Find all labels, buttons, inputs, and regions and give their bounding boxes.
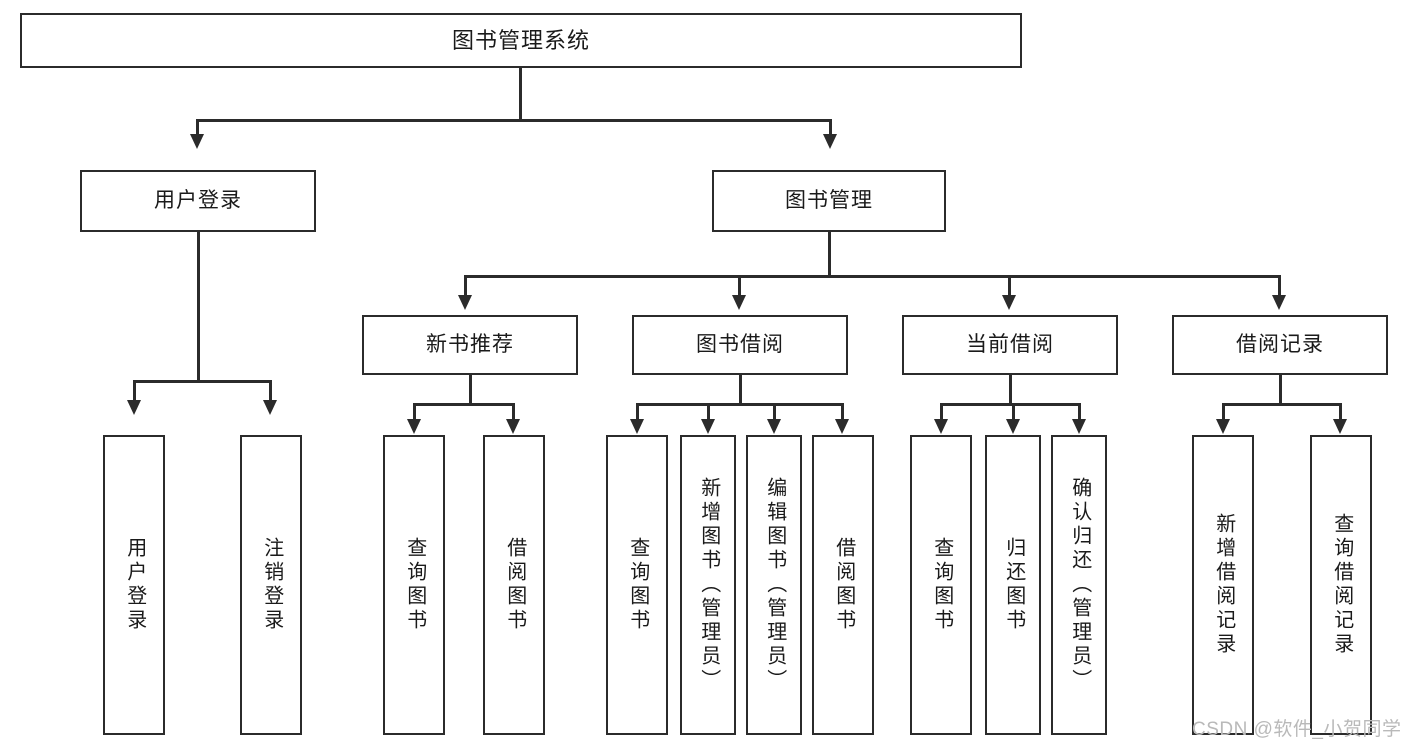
connector-record-stem (1279, 375, 1282, 405)
connector-record-to-leaf-2 (1339, 403, 1342, 421)
connector-record-bus (1222, 403, 1341, 406)
connector-borrow-to-leaf-2 (707, 403, 710, 421)
connector-record-to-leaf-1 (1222, 403, 1225, 421)
leaf-query-book-newbook[interactable]: 查询图书 (383, 435, 445, 735)
connector-current-to-leaf-3 (1078, 403, 1081, 421)
connector-login-to-leaf-1 (133, 380, 136, 402)
arrow-current-to-leaf-2 (1006, 419, 1020, 434)
connector-root-to-login (196, 119, 199, 138)
leaf-label: 查询图书 (403, 537, 426, 633)
connector-root-stem (519, 68, 522, 121)
connector-login-bus (133, 380, 271, 383)
arrow-bookmgmt-to-newbook (458, 295, 472, 310)
leaf-query-book-current[interactable]: 查询图书 (910, 435, 972, 735)
connector-current-bus (940, 403, 1080, 406)
leaf-label: 注销登录 (260, 537, 283, 633)
connector-current-to-leaf-2 (1012, 403, 1015, 421)
arrow-root-to-login (190, 134, 204, 149)
connector-login-to-leaf-2 (269, 380, 272, 402)
arrow-bookmgmt-to-current (1002, 295, 1016, 310)
leaf-label: 查询图书 (930, 537, 953, 633)
leaf-borrow-book-newbook[interactable]: 借阅图书 (483, 435, 545, 735)
arrow-record-to-leaf-2 (1333, 419, 1347, 434)
leaf-query-borrow-record[interactable]: 查询借阅记录 (1310, 435, 1372, 735)
arrow-record-to-leaf-1 (1216, 419, 1230, 434)
leaf-label: 用户登录 (123, 537, 146, 633)
leaf-logout[interactable]: 注销登录 (240, 435, 302, 735)
leaf-confirm-return-admin[interactable]: 确认归还（管理员） (1051, 435, 1107, 735)
connector-newbook-bus (413, 403, 514, 406)
leaf-borrow-book[interactable]: 借阅图书 (812, 435, 874, 735)
node-current-borrow[interactable]: 当前借阅 (902, 315, 1118, 375)
node-borrow-record[interactable]: 借阅记录 (1172, 315, 1388, 375)
connector-bookmgmt-to-newbook (464, 275, 467, 297)
arrow-bookmgmt-to-borrow (732, 295, 746, 310)
arrow-login-to-leaf-2 (263, 400, 277, 415)
connector-borrow-to-leaf-4 (841, 403, 844, 421)
node-new-book-recommend[interactable]: 新书推荐 (362, 315, 578, 375)
connector-newbook-to-leaf-1 (413, 403, 416, 421)
leaf-query-book-borrow[interactable]: 查询图书 (606, 435, 668, 735)
arrow-borrow-to-leaf-3 (767, 419, 781, 434)
arrow-borrow-to-leaf-4 (835, 419, 849, 434)
leaf-label: 借阅图书 (832, 537, 855, 633)
connector-current-to-leaf-1 (940, 403, 943, 421)
connector-borrow-stem (739, 375, 742, 405)
csdn-watermark: CSDN @软件_小贺同学 (1192, 719, 1402, 740)
leaf-return-book[interactable]: 归还图书 (985, 435, 1041, 735)
connector-bookmgmt-to-current (1008, 275, 1011, 297)
leaf-label: 归还图书 (1002, 537, 1025, 633)
connector-borrow-to-leaf-1 (636, 403, 639, 421)
arrow-login-to-leaf-1 (127, 400, 141, 415)
arrow-borrow-to-leaf-2 (701, 419, 715, 434)
arrow-current-to-leaf-1 (934, 419, 948, 434)
node-book-management[interactable]: 图书管理 (712, 170, 946, 232)
leaf-label: 确认归还（管理员） (1068, 477, 1091, 693)
arrow-newbook-to-leaf-2 (506, 419, 520, 434)
leaf-label: 编辑图书（管理员） (763, 477, 786, 693)
node-book-borrow[interactable]: 图书借阅 (632, 315, 848, 375)
connector-newbook-to-leaf-2 (512, 403, 515, 421)
leaf-label: 新增借阅记录 (1212, 513, 1235, 657)
node-user-login[interactable]: 用户登录 (80, 170, 316, 232)
connector-login-stem (197, 232, 200, 382)
leaf-label: 新增图书（管理员） (697, 477, 720, 693)
connector-root-to-bookmgmt (829, 119, 832, 138)
node-root-system[interactable]: 图书管理系统 (20, 13, 1022, 68)
arrow-current-to-leaf-3 (1072, 419, 1086, 434)
leaf-edit-book-admin[interactable]: 编辑图书（管理员） (746, 435, 802, 735)
connector-root-bus (196, 119, 832, 122)
leaf-add-borrow-record[interactable]: 新增借阅记录 (1192, 435, 1254, 735)
connector-borrow-to-leaf-3 (773, 403, 776, 421)
leaf-label: 查询图书 (626, 537, 649, 633)
connector-newbook-stem (469, 375, 472, 405)
arrow-borrow-to-leaf-1 (630, 419, 644, 434)
connector-bookmgmt-to-borrow (738, 275, 741, 297)
connector-borrow-bus (636, 403, 843, 406)
leaf-label: 查询借阅记录 (1330, 513, 1353, 657)
leaf-label: 借阅图书 (503, 537, 526, 633)
leaf-add-book-admin[interactable]: 新增图书（管理员） (680, 435, 736, 735)
connector-bookmgmt-to-record (1278, 275, 1281, 297)
connector-current-stem (1009, 375, 1012, 405)
arrow-newbook-to-leaf-1 (407, 419, 421, 434)
arrow-bookmgmt-to-record (1272, 295, 1286, 310)
connector-bookmgmt-stem (828, 232, 831, 277)
arrow-root-to-bookmgmt (823, 134, 837, 149)
connector-bookmgmt-bus (464, 275, 1280, 278)
leaf-user-login[interactable]: 用户登录 (103, 435, 165, 735)
